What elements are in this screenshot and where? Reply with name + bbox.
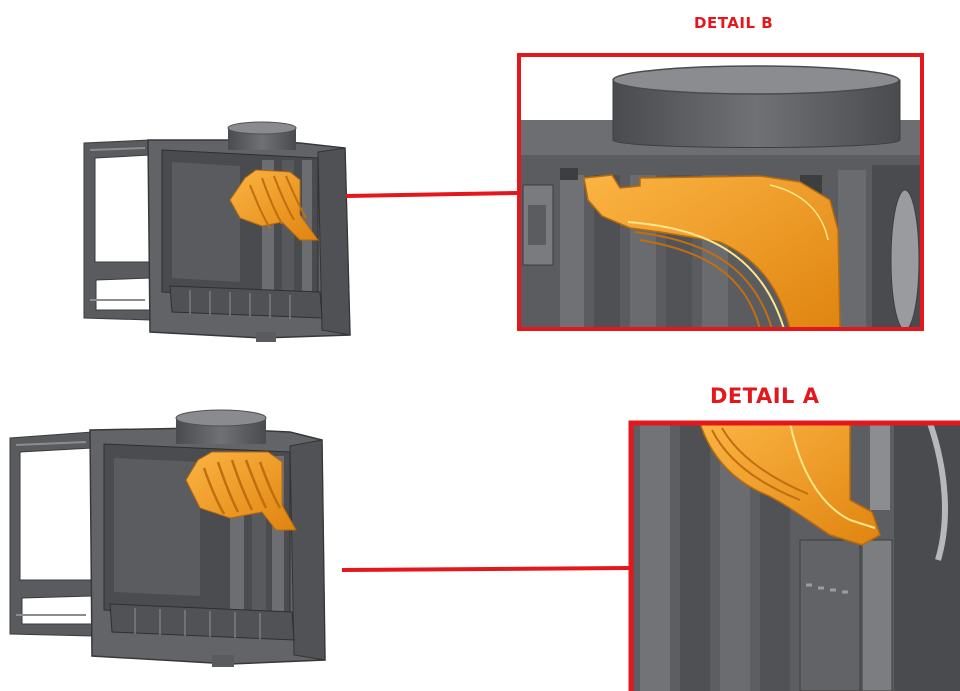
connector-line-a bbox=[341, 566, 631, 572]
detail-a-panel bbox=[628, 420, 960, 691]
connector-line-b bbox=[345, 191, 518, 198]
stove-top-view bbox=[83, 121, 351, 342]
detail-a-frame bbox=[628, 420, 960, 691]
detail-b-panel bbox=[517, 53, 924, 331]
detail-b-label: DETAIL B bbox=[694, 14, 774, 32]
detail-a-label: DETAIL A bbox=[710, 384, 820, 408]
detail-b-frame bbox=[517, 53, 924, 331]
stove-bottom-view bbox=[9, 409, 326, 667]
